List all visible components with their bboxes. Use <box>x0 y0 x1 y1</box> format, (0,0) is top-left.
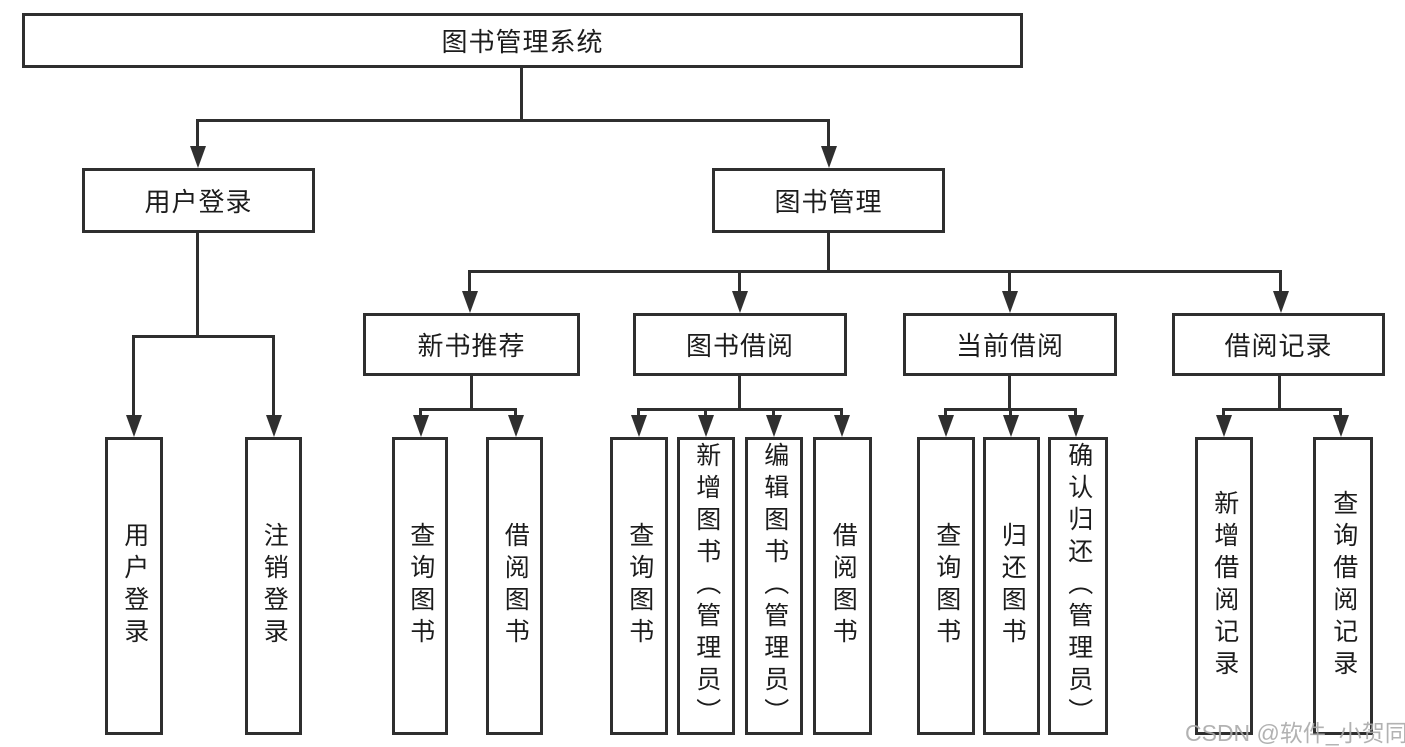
leaf-borrow-books-1-label: 借阅图书 <box>501 522 530 650</box>
arrow-down-icon <box>1216 415 1232 437</box>
arrow-down-icon <box>1002 291 1018 313</box>
leaf-query-books-3: 查询图书 <box>917 437 975 735</box>
leaf-return-books: 归还图书 <box>983 437 1040 735</box>
leaf-confirm-return-admin-label: 确认归还（管理员） <box>1064 442 1093 730</box>
connector-line <box>1008 376 1011 408</box>
arrow-down-icon <box>190 146 206 168</box>
leaf-query-books-1-label: 查询图书 <box>406 522 435 650</box>
connector-line <box>132 335 275 338</box>
connector-line <box>196 119 830 122</box>
arrow-down-icon <box>732 291 748 313</box>
connector-line <box>772 408 775 418</box>
connector-line <box>520 68 523 119</box>
leaf-add-books-admin-label: 新增图书（管理员） <box>692 442 721 730</box>
node-library-system-label: 图书管理系统 <box>441 27 604 57</box>
arrow-down-icon <box>698 415 714 437</box>
leaf-borrow-books-1: 借阅图书 <box>486 437 543 735</box>
leaf-query-books-1: 查询图书 <box>392 437 448 735</box>
connector-line <box>470 376 473 408</box>
leaf-add-books-admin: 新增图书（管理员） <box>677 437 735 735</box>
node-borrowing-records-label: 借阅记录 <box>1224 331 1333 361</box>
node-borrowing-records: 借阅记录 <box>1172 313 1385 376</box>
connector-line <box>637 408 640 418</box>
arrow-down-icon <box>462 291 478 313</box>
connector-line <box>272 335 275 417</box>
connector-line <box>704 408 707 418</box>
connector-line <box>419 408 517 411</box>
arrow-down-icon <box>508 415 524 437</box>
arrow-down-icon <box>821 146 837 168</box>
connector-line <box>1222 408 1225 418</box>
arrow-down-icon <box>938 415 954 437</box>
arrow-down-icon <box>834 415 850 437</box>
arrow-down-icon <box>766 415 782 437</box>
leaf-user-login: 用户登录 <box>105 437 163 735</box>
connector-line <box>468 270 1282 273</box>
leaf-query-books-2: 查询图书 <box>610 437 668 735</box>
leaf-user-login-label: 用户登录 <box>120 522 149 650</box>
leaf-add-borrow-record: 新增借阅记录 <box>1195 437 1253 735</box>
node-current-borrowing-label: 当前借阅 <box>955 331 1064 361</box>
leaf-return-books-label: 归还图书 <box>998 522 1027 650</box>
arrow-down-icon <box>126 415 142 437</box>
connector-line <box>1222 408 1342 411</box>
connector-line <box>1008 270 1011 293</box>
connector-line <box>196 119 199 148</box>
node-new-book-recommend-label: 新书推荐 <box>417 331 526 361</box>
connector-line <box>637 408 843 411</box>
connector-line <box>944 408 947 418</box>
connector-line <box>1074 408 1077 418</box>
leaf-query-borrow-record: 查询借阅记录 <box>1313 437 1373 735</box>
node-user-login-label: 用户登录 <box>144 187 253 217</box>
leaf-borrow-books-2-label: 借阅图书 <box>829 522 858 650</box>
connector-line <box>132 335 135 417</box>
leaf-logout: 注销登录 <box>245 437 302 735</box>
leaf-query-books-3-label: 查询图书 <box>932 522 961 650</box>
arrow-down-icon <box>1333 415 1349 437</box>
node-library-system: 图书管理系统 <box>22 13 1023 68</box>
arrow-down-icon <box>1273 291 1289 313</box>
leaf-logout-label: 注销登录 <box>260 522 289 650</box>
leaf-query-borrow-record-label: 查询借阅记录 <box>1329 490 1358 682</box>
leaf-add-borrow-record-label: 新增借阅记录 <box>1210 490 1239 682</box>
connector-line <box>1339 408 1342 418</box>
connector-line <box>827 233 830 270</box>
connector-line <box>827 119 830 148</box>
arrow-down-icon <box>266 415 282 437</box>
connector-line <box>1278 376 1281 408</box>
connector-line <box>514 408 517 418</box>
leaf-edit-books-admin: 编辑图书（管理员） <box>745 437 803 735</box>
node-book-management-label: 图书管理 <box>774 187 883 217</box>
leaf-borrow-books-2: 借阅图书 <box>813 437 872 735</box>
leaf-edit-books-admin-label: 编辑图书（管理员） <box>760 442 789 730</box>
node-new-book-recommend: 新书推荐 <box>363 313 580 376</box>
connector-line <box>1279 270 1282 293</box>
connector-line <box>196 233 199 335</box>
connector-line <box>738 270 741 293</box>
connector-line <box>840 408 843 418</box>
connector-line <box>738 376 741 408</box>
arrow-down-icon <box>413 415 429 437</box>
node-user-login: 用户登录 <box>82 168 315 233</box>
arrow-down-icon <box>1068 415 1084 437</box>
watermark: CSDN @软件_小贺同学 <box>1185 720 1405 746</box>
connector-line <box>1009 408 1012 418</box>
arrow-down-icon <box>1003 415 1019 437</box>
leaf-query-books-2-label: 查询图书 <box>625 522 654 650</box>
node-book-borrowing-label: 图书借阅 <box>685 331 794 361</box>
connector-line <box>468 270 471 293</box>
arrow-down-icon <box>631 415 647 437</box>
leaf-confirm-return-admin: 确认归还（管理员） <box>1048 437 1108 735</box>
node-book-borrowing: 图书借阅 <box>633 313 847 376</box>
node-book-management: 图书管理 <box>712 168 945 233</box>
node-current-borrowing: 当前借阅 <box>903 313 1117 376</box>
connector-line <box>419 408 422 418</box>
